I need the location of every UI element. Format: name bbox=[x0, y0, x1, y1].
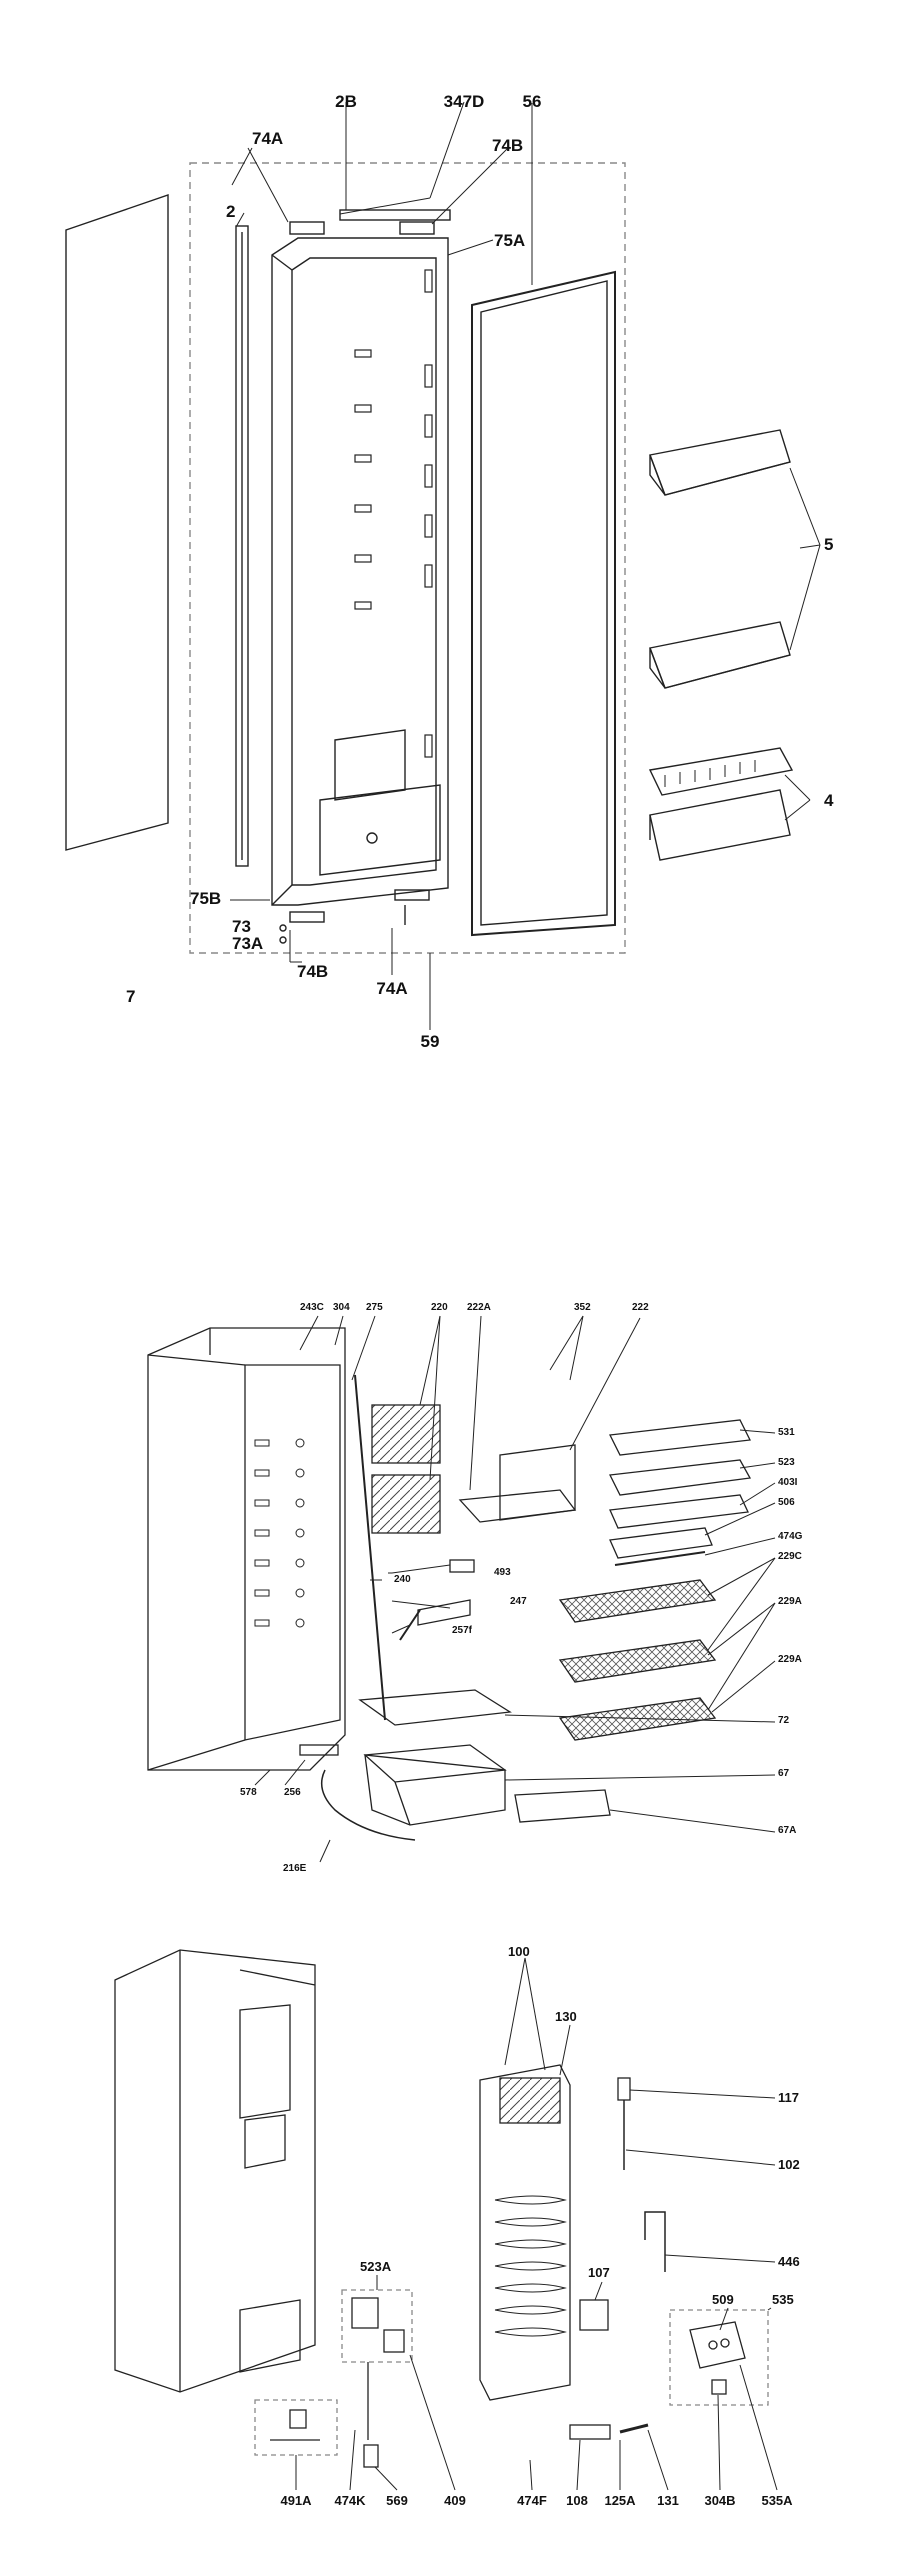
part-label-523A: 523A bbox=[360, 2259, 392, 2274]
part-label-74B: 74B bbox=[492, 136, 524, 155]
part-label-578: 578 bbox=[240, 1787, 257, 1798]
part-label-304B: 304B bbox=[704, 2493, 736, 2508]
bracket-part bbox=[644, 2211, 666, 2272]
rear-cabinet-part bbox=[114, 1949, 316, 2393]
part-label-523: 523 bbox=[778, 1457, 795, 1468]
part-label-506: 506 bbox=[778, 1497, 795, 1508]
part-label-74A: 74A bbox=[252, 129, 284, 148]
seal-strip-part bbox=[235, 225, 249, 867]
part-label-491A: 491A bbox=[280, 2493, 312, 2508]
control-module-part bbox=[689, 2321, 746, 2369]
part-label-569: 569 bbox=[386, 2493, 408, 2508]
part-label-74A-bottom: 74A bbox=[376, 979, 408, 998]
part-label-352: 352 bbox=[574, 1302, 591, 1313]
part-label-222: 222 bbox=[632, 1302, 649, 1313]
part-label-240: 240 bbox=[394, 1574, 411, 1585]
part-label-216E: 216E bbox=[283, 1863, 307, 1874]
part-label-2: 2 bbox=[226, 202, 236, 221]
part-label-75A: 75A bbox=[494, 231, 526, 250]
part-label-107: 107 bbox=[588, 2265, 610, 2280]
part-label-474F: 474F bbox=[517, 2493, 547, 2508]
rear-section bbox=[114, 1949, 778, 2491]
part-label-256: 256 bbox=[284, 1787, 301, 1798]
part-label-474K: 474K bbox=[334, 2493, 366, 2508]
part-label-7: 7 bbox=[126, 987, 136, 1006]
part-label-347D: 347D bbox=[443, 92, 485, 111]
plate-part bbox=[499, 1444, 576, 1521]
part-label-67A: 67A bbox=[778, 1825, 797, 1836]
door-liner-part bbox=[271, 237, 449, 906]
part-label-100: 100 bbox=[508, 1944, 530, 1959]
part-label-130: 130 bbox=[555, 2009, 577, 2024]
door-section bbox=[65, 101, 821, 1030]
wire-shelf-part bbox=[558, 1579, 717, 1623]
part-label-67: 67 bbox=[778, 1768, 790, 1779]
sensor-part bbox=[617, 2077, 631, 2101]
part-label-535A: 535A bbox=[761, 2493, 793, 2508]
part-label-474G: 474G bbox=[778, 1531, 803, 1542]
crisper-drawer-part bbox=[363, 1744, 507, 1783]
shelf-part bbox=[609, 1419, 752, 1566]
part-label-493: 493 bbox=[494, 1567, 511, 1578]
part-label-108: 108 bbox=[566, 2493, 588, 2508]
part-label-535: 535 bbox=[772, 2292, 794, 2307]
part-label-72: 72 bbox=[778, 1715, 790, 1726]
part-label-4: 4 bbox=[824, 791, 834, 810]
part-label-220: 220 bbox=[431, 1302, 448, 1313]
part-label-131: 131 bbox=[657, 2493, 679, 2508]
decor-panel-part bbox=[65, 194, 169, 851]
drawer-front-part bbox=[514, 1789, 611, 1823]
part-label-247: 247 bbox=[510, 1596, 527, 1607]
drawer-cover-part bbox=[358, 1689, 512, 1726]
part-label-531: 531 bbox=[778, 1427, 795, 1438]
part-label-5: 5 bbox=[824, 535, 834, 554]
part-label-257f: 257f bbox=[452, 1625, 473, 1636]
evaporator-part bbox=[371, 1404, 441, 1464]
rod-part bbox=[354, 1374, 386, 1721]
interior-section bbox=[147, 1315, 776, 1863]
part-label-229C: 229C bbox=[778, 1551, 802, 1562]
part-label-125A: 125A bbox=[604, 2493, 636, 2508]
part-label-2B: 2B bbox=[335, 92, 357, 111]
part-label-409: 409 bbox=[444, 2493, 466, 2508]
part-label-229A-upper: 229A bbox=[778, 1596, 802, 1607]
part-label-73: 73 bbox=[232, 917, 251, 936]
part-label-222A: 222A bbox=[467, 1302, 491, 1313]
cooling-unit-part bbox=[479, 2064, 571, 2401]
hinge-part bbox=[289, 221, 325, 235]
part-label-304: 304 bbox=[333, 1302, 350, 1313]
part-label-229A-lower: 229A bbox=[778, 1654, 802, 1665]
cabinet-liner-part bbox=[147, 1327, 346, 1771]
part-label-446: 446 bbox=[778, 2254, 800, 2269]
cover-strip-part bbox=[339, 209, 451, 221]
part-label-73A: 73A bbox=[232, 934, 264, 953]
burner-part bbox=[579, 2299, 609, 2331]
egg-tray-part bbox=[648, 747, 794, 861]
part-label-74B-bottom: 74B bbox=[297, 962, 329, 981]
part-label-56: 56 bbox=[522, 92, 542, 111]
part-label-102: 102 bbox=[778, 2157, 800, 2172]
door-assembly-boundary bbox=[189, 162, 626, 954]
part-label-403I: 403I bbox=[778, 1477, 798, 1488]
part-label-59: 59 bbox=[420, 1032, 440, 1051]
door-shelf-part bbox=[649, 429, 791, 689]
part-label-75B: 75B bbox=[190, 889, 222, 908]
door-gasket-part bbox=[471, 270, 616, 937]
part-label-275: 275 bbox=[366, 1302, 383, 1313]
part-label-243C: 243C bbox=[300, 1302, 324, 1313]
part-label-509: 509 bbox=[712, 2292, 734, 2307]
part-label-117: 117 bbox=[778, 2090, 799, 2105]
